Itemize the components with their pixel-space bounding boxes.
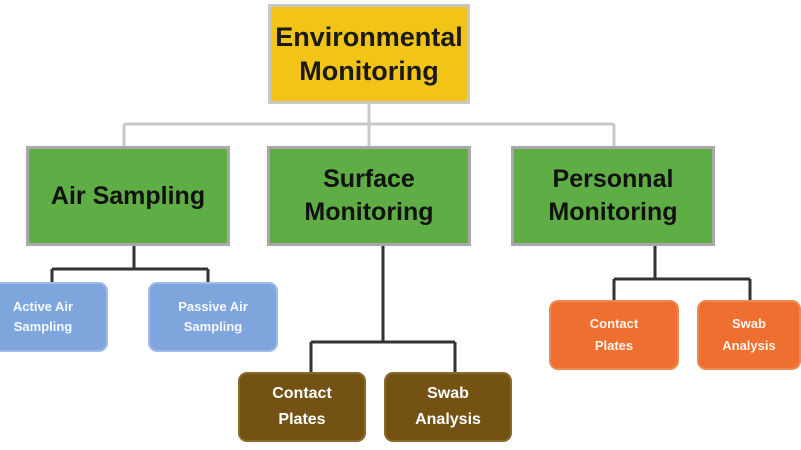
leaf-node-personnel-contact-plates: Contact Plates <box>549 300 679 370</box>
leaf-node-personnel-swab-analysis: Swab Analysis <box>697 300 801 370</box>
leaf-node-surface-contact-plates: Contact Plates <box>238 372 366 442</box>
category-node-surface-monitoring: Surface Monitoring <box>267 146 471 246</box>
category-node-air-sampling: Air Sampling <box>26 146 230 246</box>
category-node-personnel-monitoring: Personnal Monitoring <box>511 146 715 246</box>
root-node-environmental-monitoring: Environmental Monitoring <box>268 4 470 104</box>
leaf-node-surface-swab-analysis: Swab Analysis <box>384 372 512 442</box>
leaf-node-active-air-sampling: Active Air Sampling <box>0 282 108 352</box>
leaf-node-passive-air-sampling: Passive Air Sampling <box>148 282 278 352</box>
